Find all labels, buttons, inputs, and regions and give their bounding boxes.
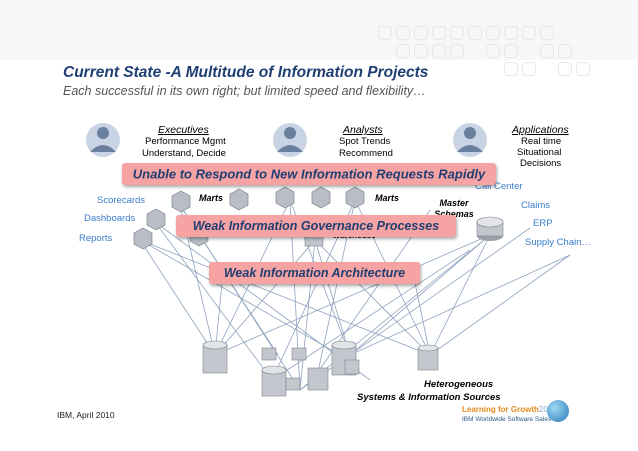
analysts-person-icon (273, 123, 307, 157)
app-erp: ERP (533, 218, 553, 229)
brand-main: Learning for Growth (462, 405, 539, 414)
app-call-center: Call Center (475, 181, 523, 192)
executives-person-icon (86, 123, 120, 157)
governance-banner-text: Weak Information Governance Processes (192, 219, 440, 233)
app-supply-chain: Supply Chain… (525, 237, 592, 248)
cube-icons (133, 186, 365, 250)
sources-label-line-1: Heterogeneous (424, 379, 494, 390)
slide-title: Current State -A Multitude of Informatio… (63, 64, 429, 81)
applications-line-3: Decisions (520, 158, 562, 169)
globe-icon (547, 400, 569, 422)
analysts-line-2: Recommend (339, 148, 393, 159)
footer-date: IBM, April 2010 (57, 410, 115, 420)
analysts-line-1: Spot Trends (339, 136, 391, 147)
marts-right-label: Marts (375, 193, 400, 203)
architecture-banner-text: Weak Information Architecture (223, 266, 406, 280)
respond-banner: Unable to Respond to New Information Req… (122, 163, 496, 185)
server-icon (476, 216, 504, 241)
brand-title: Learning for Growth2010 (462, 405, 557, 414)
analysts-heading: Analysts (343, 124, 383, 136)
executives-line-1: Performance Mgmt (145, 136, 226, 147)
applications-line-1: Real time (521, 136, 562, 147)
marts-left-label: Marts (199, 193, 224, 203)
executives-line-2: Understand, Decide (142, 148, 226, 159)
executives-heading: Executives (158, 124, 209, 136)
applications-heading: Applications (512, 124, 569, 136)
architecture-banner: Weak Information Architecture (209, 262, 420, 284)
tool-dashboards: Dashboards (84, 213, 136, 224)
tool-scorecards: Scorecards (97, 195, 146, 206)
applications-person-icon (453, 123, 487, 157)
governance-banner: Weak Information Governance Processes (176, 215, 456, 237)
sources-label-line-2: Systems & Information Sources (357, 392, 501, 403)
app-claims: Claims (521, 200, 551, 211)
master-schemas-label: Master Schemas (434, 198, 474, 219)
source-database-icons (202, 340, 439, 397)
tool-reports: Reports (79, 233, 113, 244)
applications-line-2: Situational (517, 147, 562, 158)
slide-subtitle: Each successful in its own right; but li… (63, 84, 426, 98)
brand-subtitle: IBM Worldwide Software Sales (462, 416, 552, 423)
header-band (0, 0, 638, 60)
respond-banner-text: Unable to Respond to New Information Req… (132, 166, 486, 182)
